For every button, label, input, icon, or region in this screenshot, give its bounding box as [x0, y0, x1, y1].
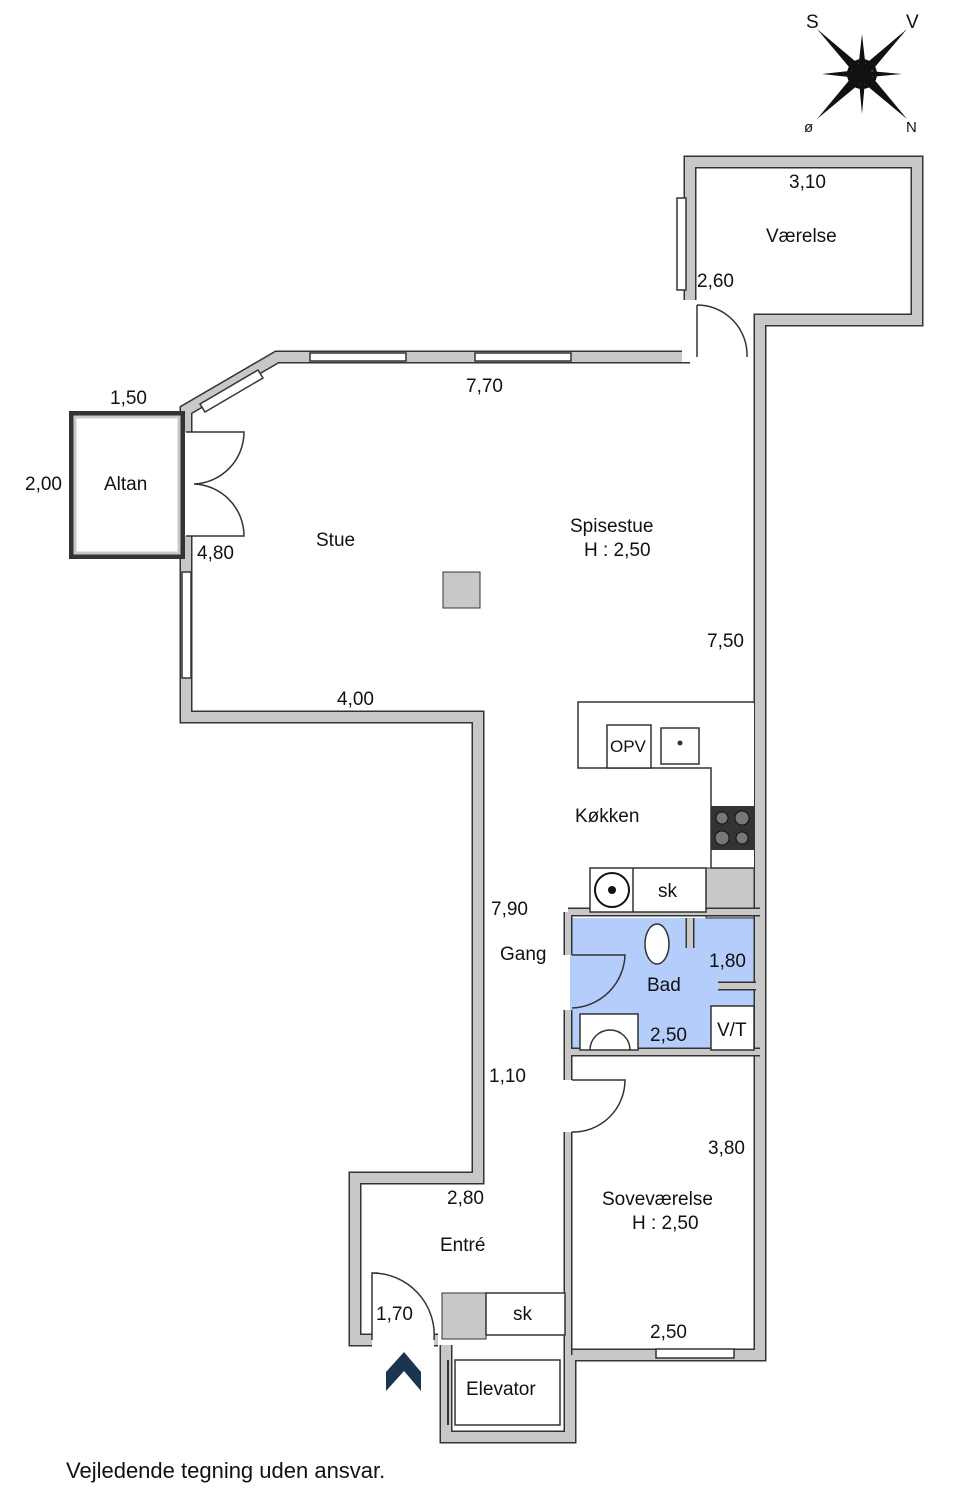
room-sovevaerelse: Soveværelse: [602, 1189, 713, 1210]
compass-icon: [817, 29, 907, 119]
room-spisestue-height: H : 2,50: [584, 540, 651, 561]
dim: 3,80: [708, 1138, 745, 1159]
bath-fixtures: [579, 923, 755, 1051]
disclaimer: Vejledende tegning uden ansvar.: [66, 1458, 385, 1483]
label-vt: V/T: [717, 1020, 747, 1041]
dim: 2,50: [650, 1025, 687, 1046]
dim: 1,80: [709, 951, 746, 972]
kitchen: [577, 701, 754, 913]
toilet-icon: [644, 923, 670, 965]
room-gang: Gang: [500, 944, 546, 965]
compass-west: V: [906, 12, 919, 33]
dim: 7,50: [707, 631, 744, 652]
dim: 2,60: [697, 271, 734, 292]
compass-north: N: [906, 119, 917, 136]
dim: 2,80: [447, 1188, 484, 1209]
room-stue: Stue: [316, 530, 355, 551]
label-sk-entre: sk: [513, 1304, 533, 1325]
column: [442, 571, 481, 609]
room-entre: Entré: [440, 1235, 485, 1256]
dim: 1,70: [376, 1304, 413, 1325]
compass-south: S: [806, 12, 819, 33]
compass-east: ø: [804, 119, 813, 136]
room-bad: Bad: [647, 975, 681, 996]
label-sk-kitchen: sk: [658, 881, 678, 902]
dim: 4,00: [337, 689, 374, 710]
dim: 2,50: [650, 1322, 687, 1343]
dim: 4,80: [197, 543, 234, 564]
label-elevator: Elevator: [466, 1379, 536, 1400]
dim: 2,00: [25, 474, 62, 495]
sink-icon: [660, 727, 700, 765]
dim: 7,90: [491, 899, 528, 920]
room-vaerelse: Værelse: [766, 226, 837, 247]
doors: [186, 304, 748, 1341]
room-spisestue: Spisestue: [570, 516, 653, 537]
dim: 1,10: [489, 1066, 526, 1087]
room-sovevaerelse-height: H : 2,50: [632, 1213, 699, 1234]
windows: [181, 197, 735, 1359]
dim: 7,70: [466, 376, 503, 397]
dim: 3,10: [789, 172, 826, 193]
room-altan: Altan: [104, 474, 147, 495]
room-kokken: Køkken: [575, 806, 639, 827]
label-opv: OPV: [610, 737, 647, 756]
washbasin-icon: [589, 1029, 631, 1051]
entrance-arrow-icon: [386, 1352, 421, 1391]
dim: 1,50: [110, 388, 147, 409]
